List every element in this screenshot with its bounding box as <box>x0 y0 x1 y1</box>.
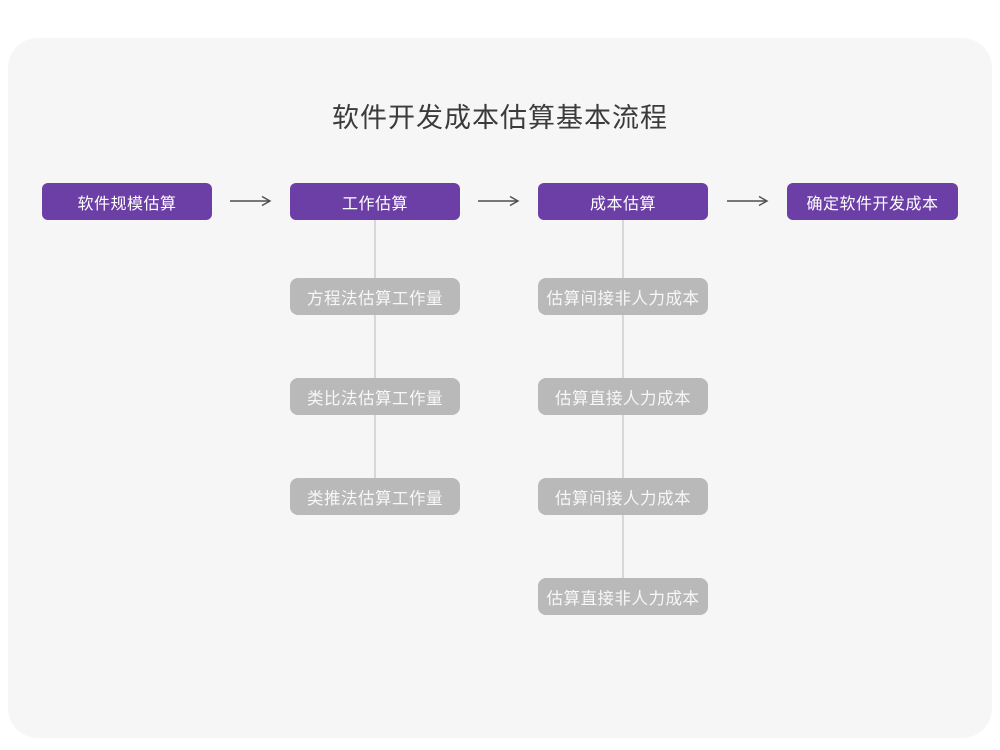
flow-subnode-analogy-method: 类比法估算工作量 <box>290 378 460 415</box>
flow-subnode-extrapolation-method: 类推法估算工作量 <box>290 478 460 515</box>
flow-subnode-direct-labor-cost: 估算直接人力成本 <box>538 378 708 415</box>
page-title: 软件开发成本估算基本流程 <box>332 103 668 133</box>
flowchart-canvas <box>8 38 992 738</box>
right-arrow-icon <box>477 195 521 207</box>
flow-subnode-indirect-nonlabor-cost: 估算间接非人力成本 <box>538 278 708 315</box>
right-arrow-icon <box>229 195 273 207</box>
flow-subnode-direct-nonlabor-cost: 估算直接非人力成本 <box>538 578 708 615</box>
flow-subnode-indirect-labor-cost: 估算间接人力成本 <box>538 478 708 515</box>
connector-line-work-column <box>374 220 376 496</box>
flow-node-cost-estimation: 成本估算 <box>538 183 708 220</box>
right-arrow-icon <box>726 195 770 207</box>
flow-node-work-estimation: 工作估算 <box>290 183 460 220</box>
flow-node-software-scale-estimation: 软件规模估算 <box>42 183 212 220</box>
flow-subnode-equation-method: 方程法估算工作量 <box>290 278 460 315</box>
flow-node-determine-development-cost: 确定软件开发成本 <box>787 183 958 220</box>
